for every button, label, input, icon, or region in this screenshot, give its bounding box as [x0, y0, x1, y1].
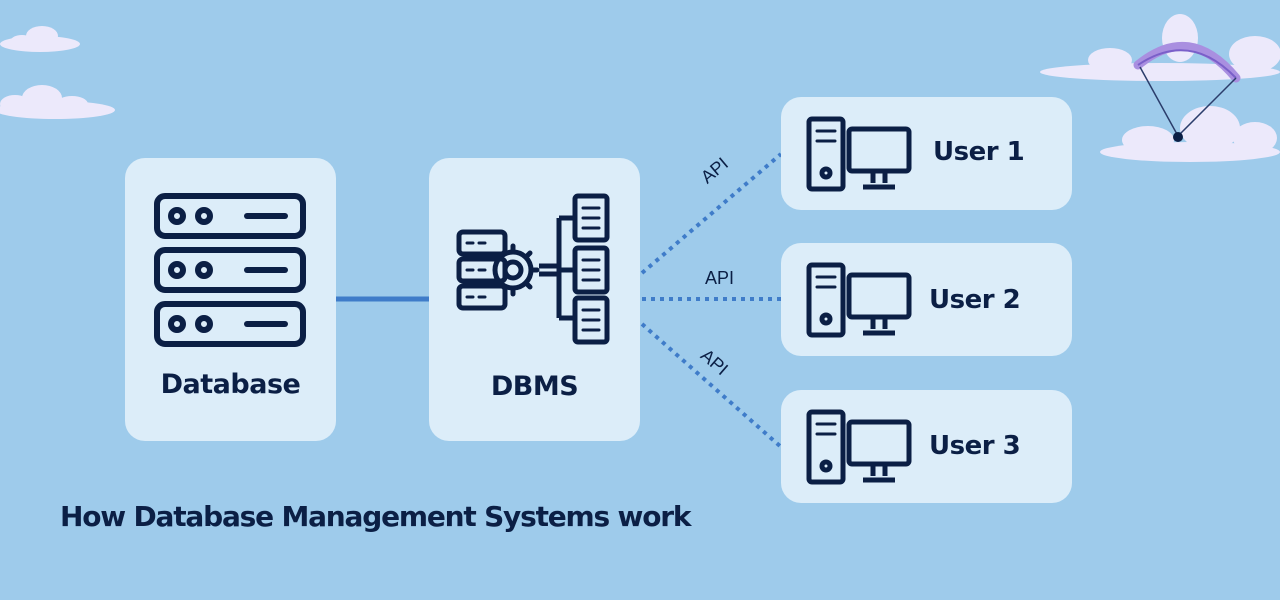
server-rack-icon	[154, 193, 306, 347]
parachute-icon	[1133, 41, 1241, 142]
cloud-icon	[0, 26, 80, 52]
api-connector-user-3	[640, 322, 783, 449]
database-label: Database	[160, 369, 301, 400]
dbms-label: DBMS	[490, 371, 579, 402]
user-card-1: User 1	[781, 97, 1072, 210]
desktop-computer-icon	[806, 409, 912, 485]
user-card-3: User 3	[781, 390, 1072, 503]
user-label-2: User 2	[929, 285, 1021, 315]
desktop-computer-icon	[806, 116, 912, 192]
user-label-1: User 1	[933, 137, 1025, 167]
gear-documents-icon	[456, 193, 610, 345]
user-label-3: User 3	[929, 431, 1021, 461]
api-connector-user-1	[640, 152, 783, 275]
api-label-2: API	[705, 268, 735, 288]
user-card-2: User 2	[781, 243, 1072, 356]
cloud-icon	[1100, 106, 1280, 162]
desktop-computer-icon	[806, 262, 912, 338]
dbms-card: DBMS	[429, 158, 640, 441]
diagram-caption: How Database Management Systems work	[60, 500, 691, 533]
database-card: Database	[125, 158, 336, 441]
cloud-icon	[0, 85, 115, 119]
